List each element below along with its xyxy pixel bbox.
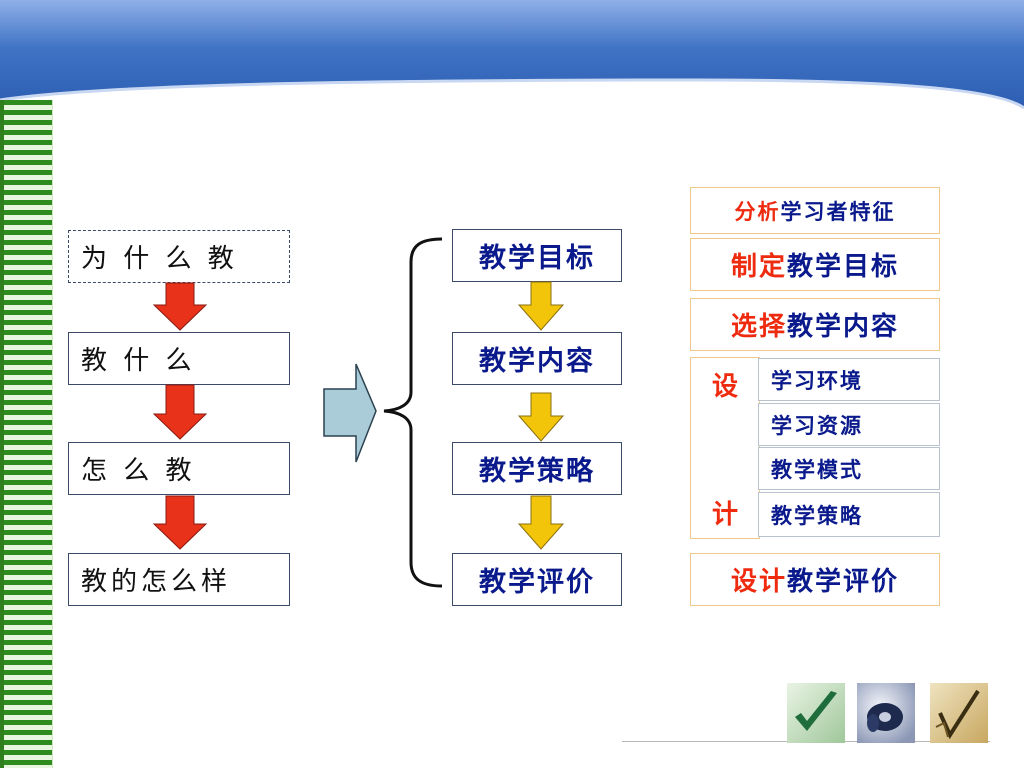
step-object: 教学内容 xyxy=(787,312,900,342)
teaching-objective-box: 教学目标 xyxy=(452,229,622,282)
yellow-down-arrow xyxy=(517,281,565,331)
title-banner xyxy=(0,0,1024,110)
disc-tile-icon xyxy=(857,683,915,743)
step-object: 教学目标 xyxy=(787,252,900,282)
checkmark-tile-icon xyxy=(787,683,845,743)
left-stripe-decoration xyxy=(0,100,53,768)
red-down-arrow xyxy=(152,282,208,331)
step-verb: 分析 xyxy=(734,198,781,224)
design-item-model: 教学模式 xyxy=(758,447,940,490)
teaching-evaluation-box: 教学评价 xyxy=(452,553,622,606)
step-select-content: 选择教学内容 xyxy=(690,298,940,351)
question-why-teach: 为 什 么 教 xyxy=(68,230,290,283)
question-how-to-teach: 怎 么 教 xyxy=(68,442,290,495)
question-how-well: 教的怎么样 xyxy=(68,553,290,606)
checkmark-gold-tile-icon xyxy=(930,683,988,743)
step-design-evaluation: 设计教学评价 xyxy=(690,553,940,606)
design-item-strategy: 教学策略 xyxy=(758,492,940,537)
teaching-strategy-box: 教学策略 xyxy=(452,442,622,495)
design-char-she: 设 xyxy=(711,372,738,402)
design-char-ji: 计 xyxy=(711,500,738,530)
curly-bracket xyxy=(383,237,443,588)
design-item-environment: 学习环境 xyxy=(758,358,940,401)
step-verb: 制定 xyxy=(730,252,787,282)
red-down-arrow xyxy=(152,495,208,550)
design-item-resources: 学习资源 xyxy=(758,403,940,446)
teaching-content-box: 教学内容 xyxy=(452,332,622,385)
design-group xyxy=(690,357,760,539)
step-verb: 选择 xyxy=(730,312,787,342)
step-set-objectives: 制定教学目标 xyxy=(690,238,940,291)
step-object: 教学评价 xyxy=(787,567,900,597)
red-down-arrow xyxy=(152,384,208,440)
step-verb: 设计 xyxy=(730,567,787,597)
question-what-to-teach: 教 什 么 xyxy=(68,332,290,385)
right-pointing-arrow xyxy=(323,363,377,463)
step-analyze-learners: 分析学习者特征 xyxy=(690,187,940,234)
yellow-down-arrow xyxy=(517,495,565,550)
step-object: 学习者特征 xyxy=(780,198,896,224)
yellow-down-arrow xyxy=(517,392,565,442)
